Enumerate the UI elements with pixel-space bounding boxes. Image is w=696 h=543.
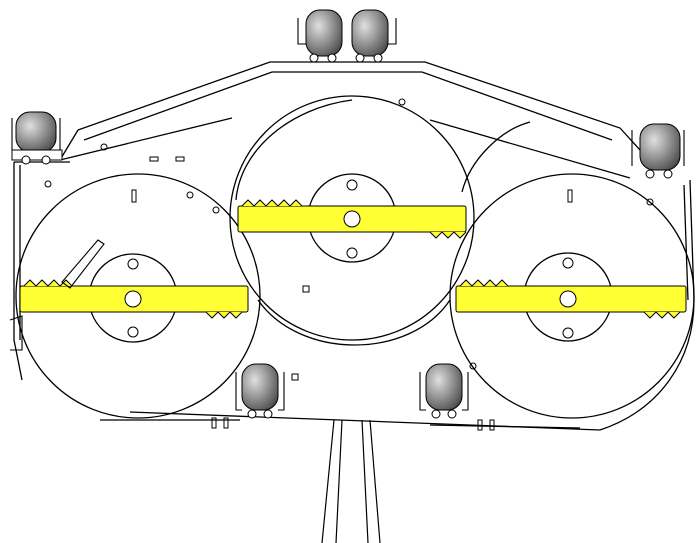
anti-scalp-roller-icon <box>425 363 463 419</box>
roller-brackets <box>11 18 685 411</box>
rollers <box>11 9 681 419</box>
right-chamber <box>449 173 695 419</box>
deck-shell <box>13 61 695 431</box>
hitch-bars <box>321 419 381 543</box>
anti-scalp-roller-icon <box>11 111 63 165</box>
anti-scalp-roller-icon <box>241 363 279 419</box>
discharge-deflector <box>9 239 105 351</box>
blades <box>19 199 687 319</box>
bolt-holes <box>44 98 654 431</box>
left-chamber <box>15 173 261 419</box>
center-chamber <box>229 95 475 341</box>
anti-scalp-roller-icon <box>639 123 681 179</box>
anti-scalp-roller-icon <box>305 9 343 63</box>
anti-scalp-roller-icon <box>351 9 389 63</box>
